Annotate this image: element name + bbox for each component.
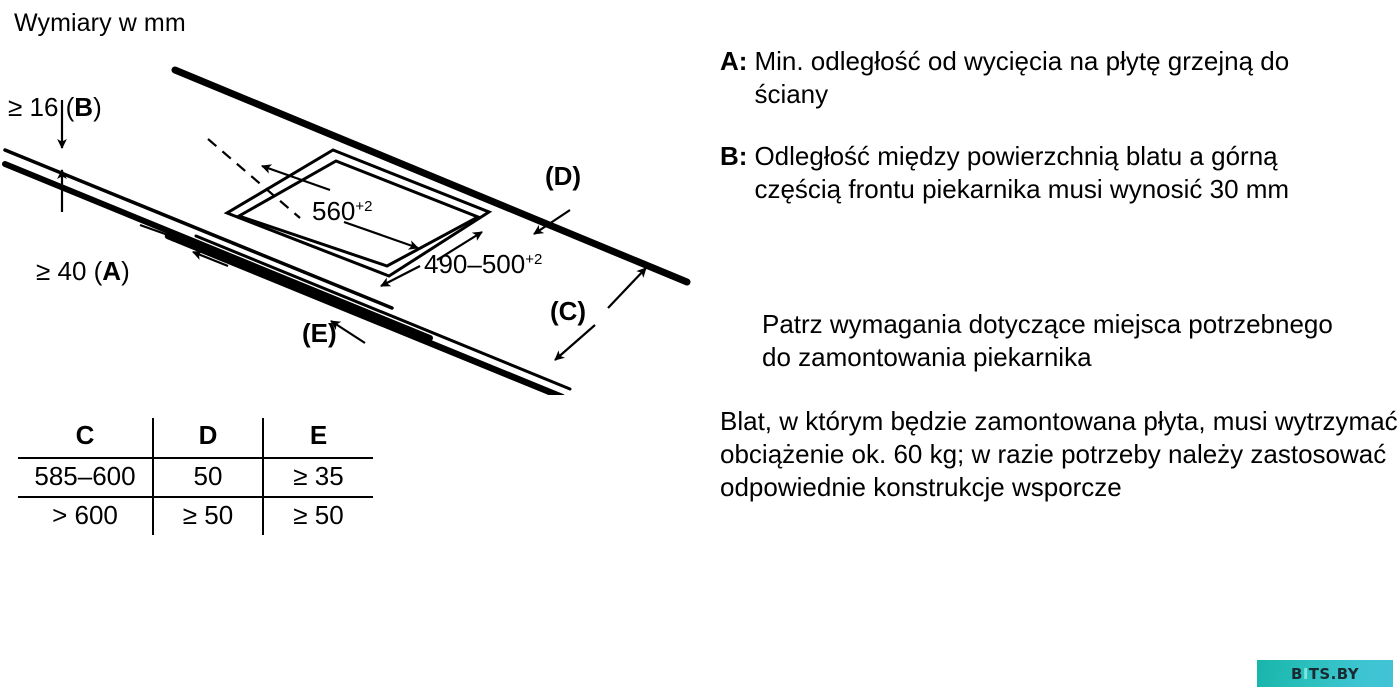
table-cell-d: ≥ 50 xyxy=(152,497,263,535)
wall-band-bottom-line xyxy=(2,161,433,341)
note-b-key: B: xyxy=(720,141,748,171)
note-b-text: Odległość między powierzchnią blatu a gó… xyxy=(754,141,1290,204)
watermark-prefix: B xyxy=(1290,664,1303,683)
dimensions-table: C D E 585–600 50 ≥ 35 > 600 ≥ 50 ≥ 50 xyxy=(18,418,373,535)
leader-arrow-e xyxy=(330,320,366,344)
table-cell-d: 50 xyxy=(152,458,263,497)
table-header-c: C xyxy=(75,420,95,450)
watermark-label: BITS.BY xyxy=(1291,665,1359,683)
note-a: A: Min. odległość od wycięcia na płytę g… xyxy=(720,45,1340,111)
worktop-cutout-diagram: ≥ 16 (B) ≥ 40 (A) 560+2 490–500+2 (D) (C… xyxy=(2,66,691,395)
worktop-back-edge xyxy=(171,66,691,286)
note-a-text: Min. odległość od wycięcia na płytę grze… xyxy=(754,46,1290,109)
table-row: > 600 ≥ 50 ≥ 50 xyxy=(18,497,373,535)
label-a-dimension: ≥ 40 (A) xyxy=(36,256,130,286)
table-header-row: C D E xyxy=(18,418,373,458)
note-worktop-load: Blat, w którym będzie zamontowana płyta,… xyxy=(720,406,1398,502)
notes-pane: A: Min. odległość od wycięcia na płytę g… xyxy=(700,0,1400,700)
label-e: (E) xyxy=(302,318,337,348)
diagram-pane: Wymiary w mm xyxy=(2,9,691,535)
wall-band-top-line xyxy=(3,148,394,310)
hidden-construction-line xyxy=(207,138,301,219)
cutout-inner-outline xyxy=(235,159,482,268)
note-b: B: Odległość między powierzchnią blatu a… xyxy=(720,140,1370,206)
label-d: (D) xyxy=(545,161,581,191)
page-title: Wymiary w mm xyxy=(14,9,186,37)
table-cell-c: > 600 xyxy=(52,500,118,530)
label-cutout-width: 560+2 xyxy=(312,196,373,226)
note-oven-space: Patrz wymagania dotyczące miejsca potrze… xyxy=(762,309,1333,372)
cutout-outer-outline xyxy=(223,148,493,278)
leader-arrow-d xyxy=(533,209,571,235)
note-a-key: A: xyxy=(720,46,748,76)
dimension-arrow-560 xyxy=(261,164,419,250)
label-b-dimension: ≥ 16 (B) xyxy=(8,92,102,122)
table-row: 585–600 50 ≥ 35 xyxy=(18,458,373,497)
watermark-suffix: TS.BY xyxy=(1308,664,1360,683)
table-cell-e: ≥ 50 xyxy=(262,497,373,535)
watermark-badge: BITS.BY xyxy=(1257,660,1393,687)
table-cell-c: 585–600 xyxy=(34,461,136,491)
watermark-highlight: I xyxy=(1302,664,1309,683)
worktop-front-edge-thin xyxy=(194,234,572,391)
table-cell-e: ≥ 35 xyxy=(262,458,373,497)
worktop-front-edge-thick xyxy=(164,232,565,395)
table-header-d: D xyxy=(152,418,263,458)
table-header-e: E xyxy=(262,418,373,458)
label-cutout-depth: 490–500+2 xyxy=(424,249,542,279)
dimension-arrow-a xyxy=(139,223,229,268)
label-c: (C) xyxy=(550,296,586,326)
dimension-arrow-c xyxy=(554,267,647,361)
dimension-arrow-490-500 xyxy=(380,231,483,287)
